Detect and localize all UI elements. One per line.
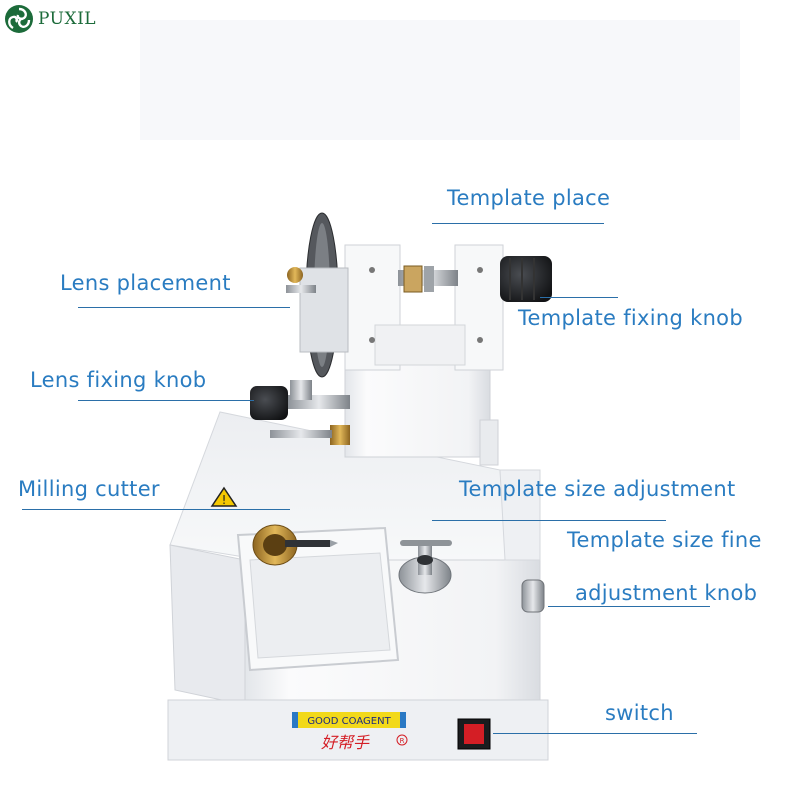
brand-logo: PUXIL (4, 4, 96, 34)
leader-milling-cutter (22, 509, 290, 510)
leader-lens-placement (78, 307, 290, 308)
label-adjustment-knob: adjustment knob (575, 581, 758, 605)
registered-mark: R (400, 737, 405, 745)
lens-placement-disc (286, 212, 349, 378)
warning-icon: ! (210, 486, 238, 507)
svg-text:!: ! (222, 493, 227, 507)
template-fixing-knob (500, 256, 552, 302)
leader-adjustment-knob (548, 606, 710, 607)
leader-template-fixing-knob (540, 297, 618, 298)
leader-template-size-adjustment (432, 520, 666, 521)
front-badge: GOOD COAGENT 好帮手 R (292, 712, 408, 752)
template-size-fine-knob (398, 540, 452, 594)
label-milling-cutter: Milling cutter (18, 477, 160, 501)
template-holder (398, 265, 458, 293)
power-switch (457, 718, 491, 750)
brand-name: PUXIL (38, 9, 97, 29)
leader-template-place (432, 223, 604, 224)
leader-switch (493, 733, 697, 734)
label-template-fixing-knob: Template fixing knob (518, 306, 743, 330)
brand-script: 好帮手 (321, 733, 370, 752)
label-template-place: Template place (447, 186, 611, 210)
lens-fixing-knob (250, 380, 350, 445)
background-haze (140, 20, 740, 140)
label-lens-fixing-knob: Lens fixing knob (30, 368, 207, 392)
leader-lens-fixing-knob (78, 400, 254, 401)
label-template-size-fine: Template size fine (567, 528, 762, 552)
label-lens-placement: Lens placement (60, 271, 231, 295)
milling-cutter (252, 524, 338, 566)
label-template-size-adjustment: Template size adjustment (459, 477, 736, 501)
label-switch: switch (605, 701, 674, 725)
swirl-logo-icon (5, 5, 33, 33)
upper-carriage (344, 244, 504, 466)
badge-text: GOOD COAGENT (307, 716, 391, 727)
adjustment-knob (521, 579, 545, 613)
